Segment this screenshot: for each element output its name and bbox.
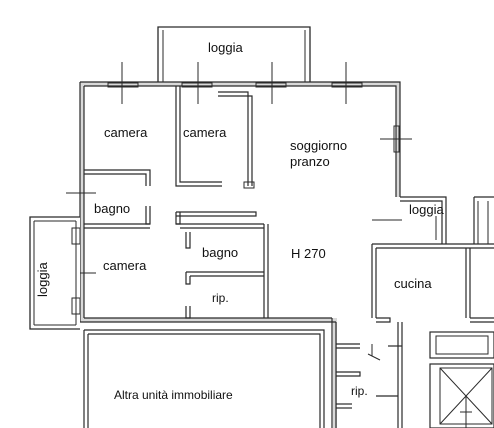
window-marks	[56, 62, 437, 274]
room-label-bagno-2: bagno	[202, 245, 238, 260]
room-label-loggia-top: loggia	[208, 40, 243, 55]
room-label-camera-2: camera	[183, 125, 227, 140]
interior-walls	[29, 86, 269, 330]
height-label: H 270	[291, 246, 326, 261]
entrance-area	[336, 322, 494, 428]
altra-unita-block	[83, 329, 325, 428]
room-label-pranzo: pranzo	[290, 154, 330, 169]
room-label-bagno-1: bagno	[94, 201, 130, 216]
room-label-camera-1: camera	[104, 125, 148, 140]
room-label-altra-unita: Altra unità immobiliare	[114, 388, 233, 402]
room-label-loggia-right: loggia	[409, 202, 444, 217]
room-label-camera-3: camera	[103, 258, 147, 273]
room-label-loggia-left: loggia	[35, 262, 50, 297]
exterior-walls	[79, 81, 401, 428]
room-label-rip-2: rip.	[351, 384, 368, 398]
room-label-rip-1: rip.	[212, 291, 229, 305]
room-label-cucina: cucina	[394, 276, 432, 291]
room-label-soggiorno: soggiorno	[290, 138, 347, 153]
kitchen-block	[371, 196, 494, 323]
